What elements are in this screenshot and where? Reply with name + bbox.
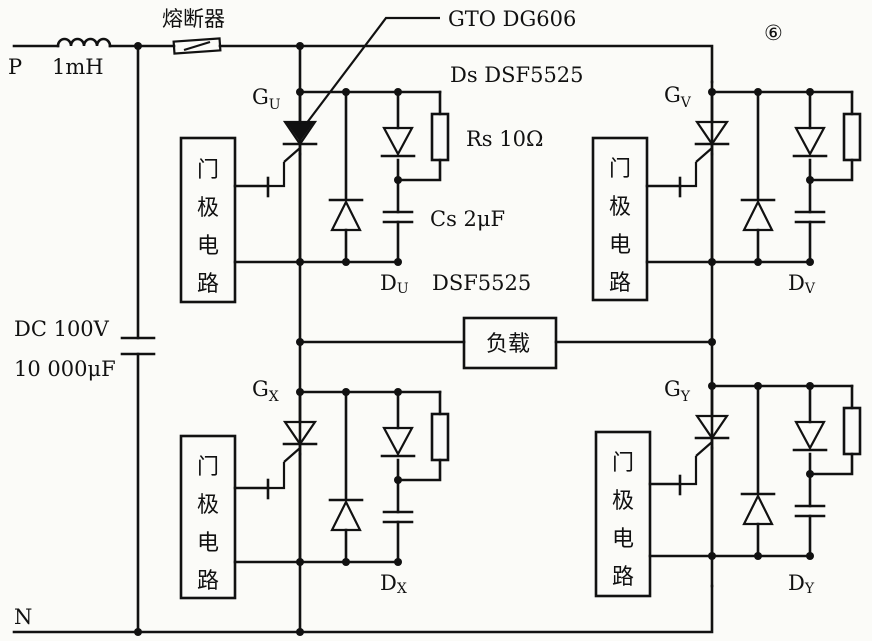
svg-text:电: 电 <box>197 234 219 259</box>
dc-cap-label: 10 000μF <box>14 357 116 381</box>
switch-cell-u <box>282 88 450 266</box>
inductor-coil <box>56 37 112 48</box>
switch-cell-v <box>694 88 862 266</box>
inductor-label: 1mH <box>52 55 104 79</box>
figure-number: ⑥ <box>764 21 783 45</box>
svg-text:路: 路 <box>609 271 631 296</box>
n-terminal-label: N <box>14 605 32 629</box>
p-rail <box>12 44 714 84</box>
gate-label-v: GV <box>664 83 692 111</box>
diode-label-y: DY <box>788 571 815 597</box>
load-label: 负载 <box>486 332 530 357</box>
svg-text:极: 极 <box>197 493 219 518</box>
fuse-label: 熔断器 <box>162 7 225 31</box>
snubber-diode-label: Ds DSF5525 <box>450 63 584 87</box>
gto-label: GTO DG606 <box>448 7 576 31</box>
dc-voltage-label: DC 100V <box>14 317 110 341</box>
svg-text:极: 极 <box>197 196 219 221</box>
snubber-resistor-label: Rs 10Ω <box>466 127 543 151</box>
gate-label-y: GY <box>664 377 691 405</box>
svg-text:门: 门 <box>197 455 219 480</box>
diode-label-v: DV <box>788 271 816 297</box>
fuse-symbol <box>172 37 222 55</box>
n-rail <box>12 584 714 634</box>
svg-text:路: 路 <box>612 565 634 590</box>
gate-circuit-v <box>591 136 714 302</box>
gate-label-u: GU <box>252 85 281 113</box>
switch-cell-y <box>694 382 862 560</box>
diode-label-x: DX <box>380 571 407 597</box>
svg-text:电: 电 <box>612 527 634 552</box>
gate-box-text-x: 门 极 电 路 <box>197 455 219 594</box>
svg-text:极: 极 <box>609 195 631 220</box>
freewheel-diode-label: DSF5525 <box>432 271 531 295</box>
svg-text:门: 门 <box>612 451 634 476</box>
svg-text:电: 电 <box>609 233 631 258</box>
svg-text:电: 电 <box>197 531 219 556</box>
diode-label-u: DU <box>380 271 409 297</box>
svg-text:路: 路 <box>197 569 219 594</box>
svg-text:门: 门 <box>609 157 631 182</box>
p-terminal-label: P <box>8 55 22 79</box>
snubber-cap-label: Cs 2μF <box>430 207 505 231</box>
gate-label-x: GX <box>252 377 279 405</box>
gate-circuit-y <box>594 430 714 598</box>
gate-box-text-v: 门 极 电 路 <box>609 157 631 296</box>
svg-text:门: 门 <box>197 158 219 183</box>
gate-box-text-u: 门 极 电 路 <box>197 158 219 297</box>
gate-circuit-u <box>179 136 302 304</box>
load-box <box>462 316 558 370</box>
switch-cell-x <box>282 388 450 566</box>
gate-circuit-x <box>179 434 302 600</box>
svg-text:极: 极 <box>612 489 634 514</box>
svg-text:路: 路 <box>197 272 219 297</box>
gate-box-text-y: 门 极 电 路 <box>612 451 634 590</box>
gto-leader <box>305 16 440 125</box>
